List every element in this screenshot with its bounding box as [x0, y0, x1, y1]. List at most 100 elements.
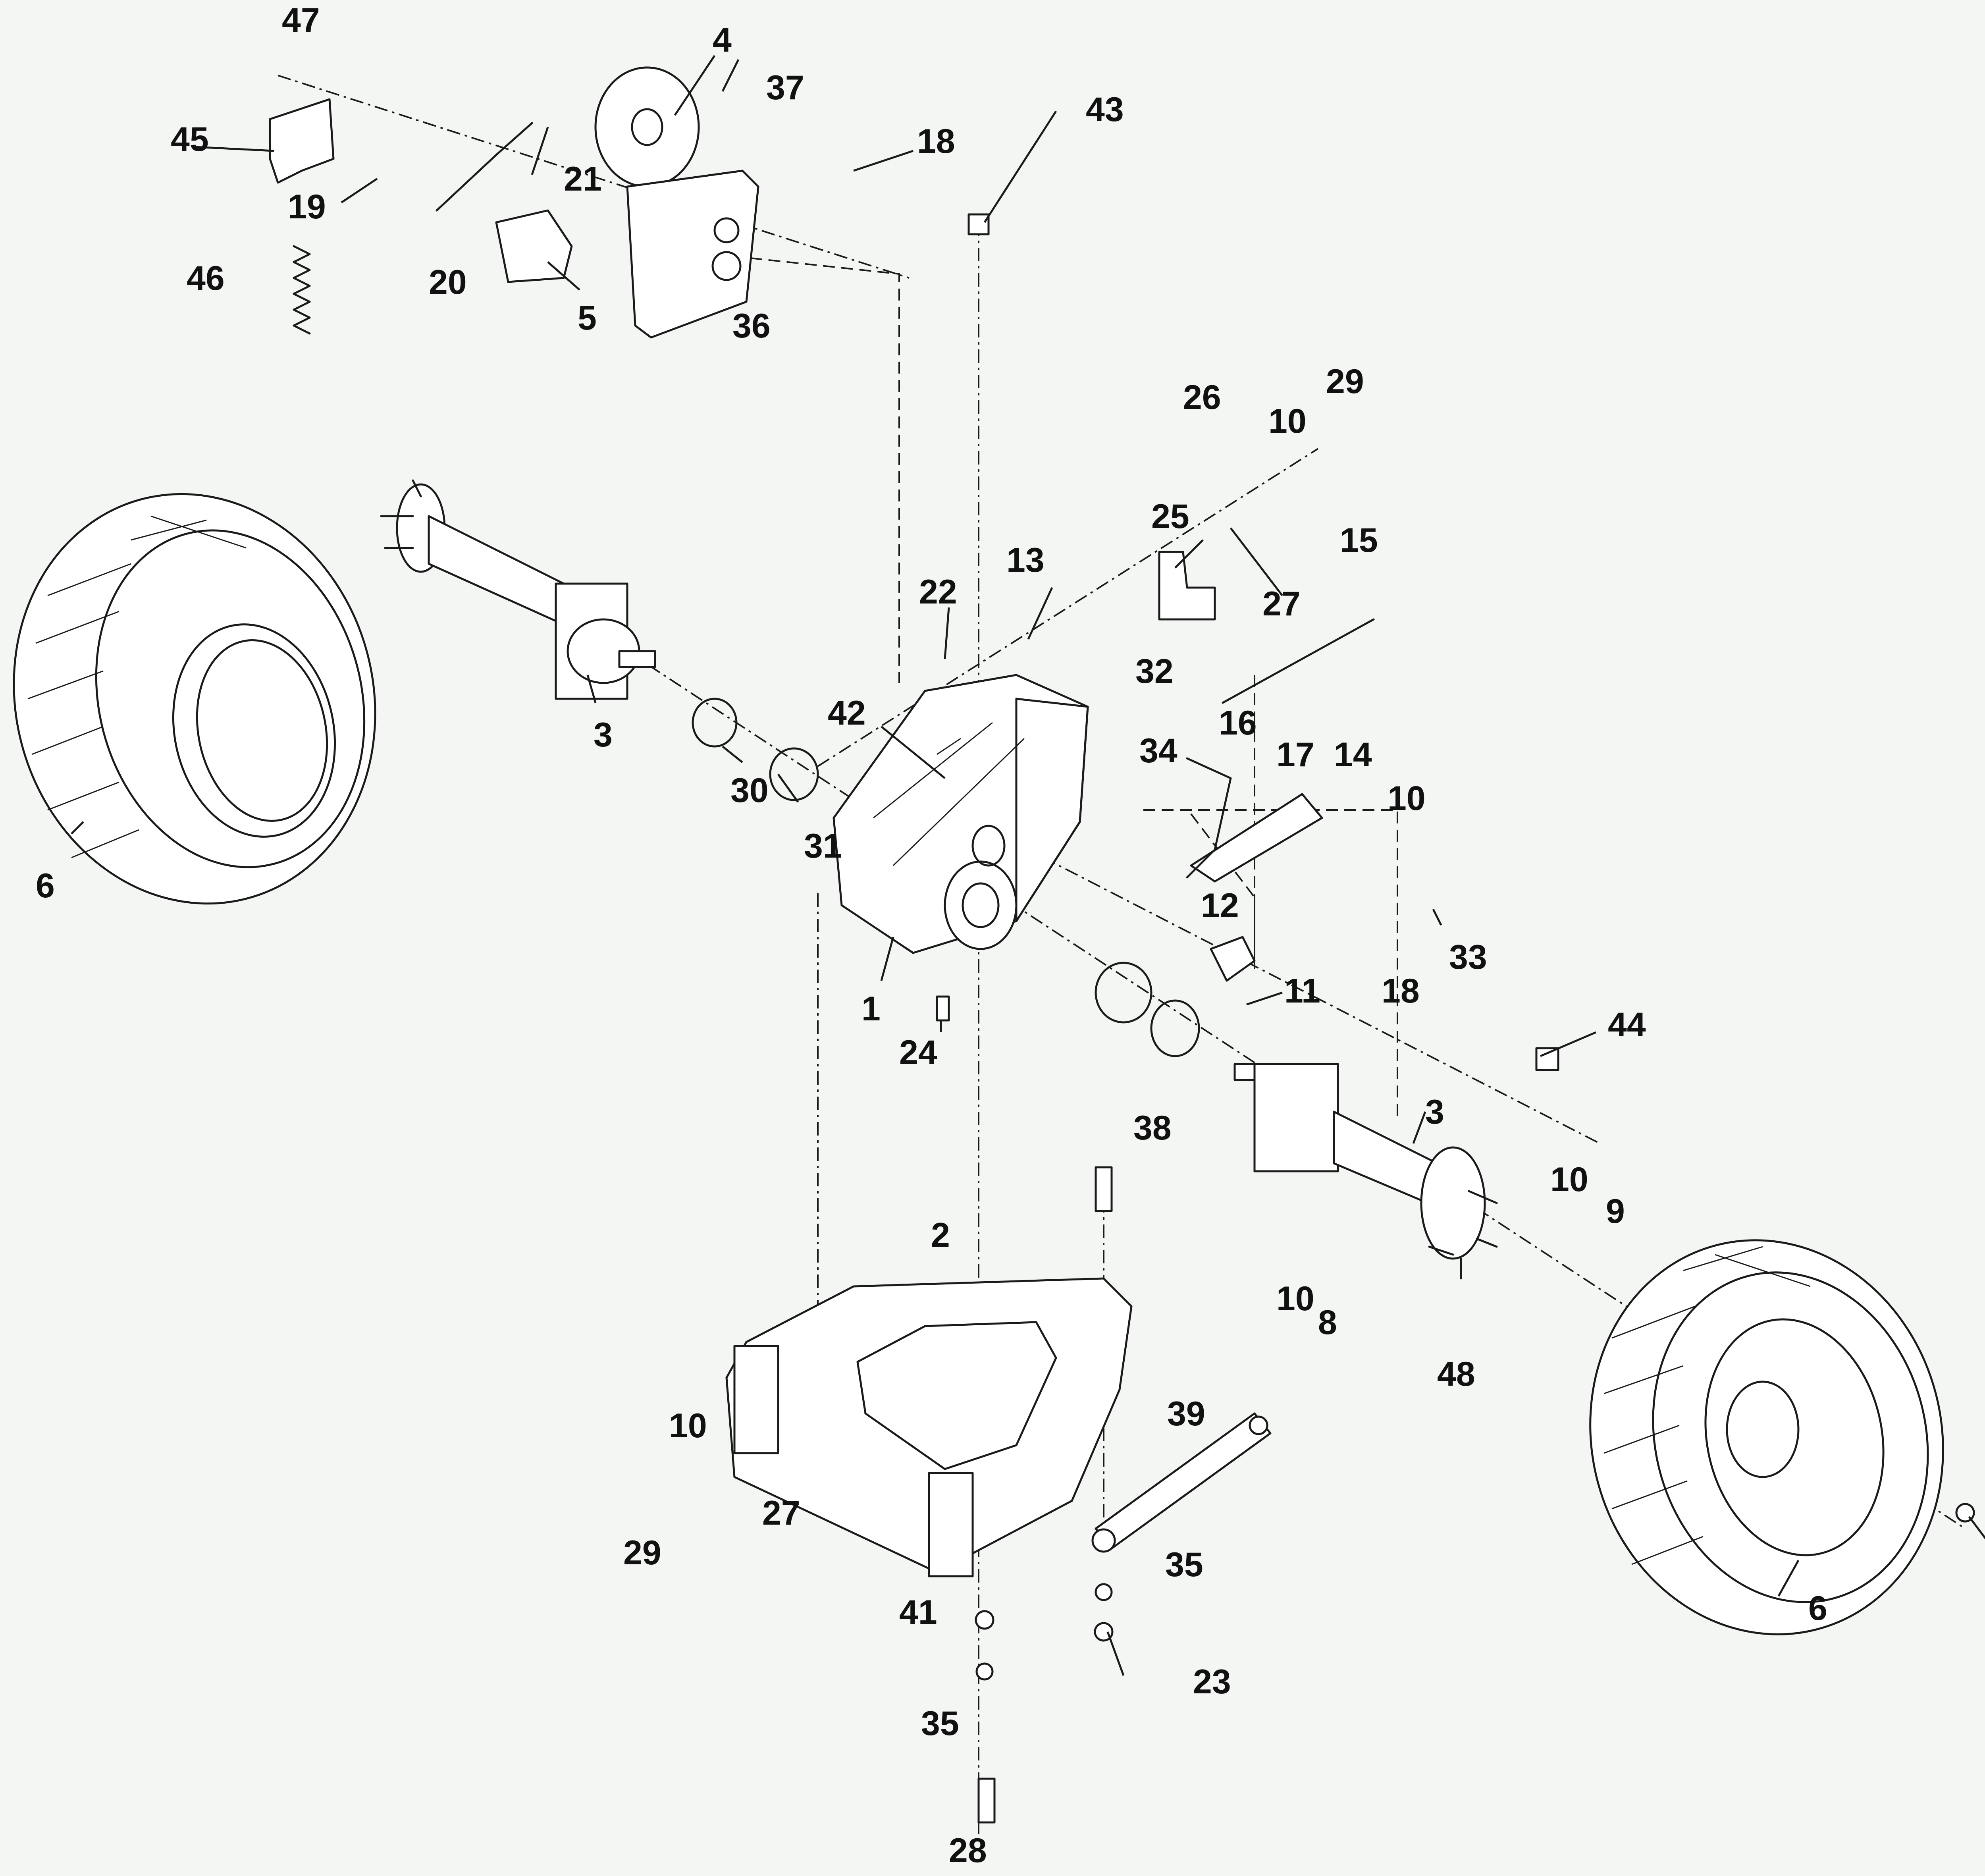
mounting-plate-body: [725, 1277, 1133, 1573]
left-tire-inner: [95, 529, 366, 868]
nut-23: [1094, 1622, 1114, 1642]
transaxle-output-bore: [962, 882, 1000, 928]
brake-axis: [278, 75, 910, 279]
left-rim: [172, 623, 336, 838]
tie-rod-body: [1095, 1412, 1272, 1550]
callout-34: 34: [1139, 732, 1178, 770]
spacer-24: [936, 995, 950, 1022]
callout-5: 5: [578, 299, 597, 337]
hardware: [692, 213, 1975, 1824]
callout-37: 37: [766, 69, 804, 107]
mounting-plate-left-flange: [733, 1345, 779, 1454]
callout-10e: 10: [669, 1407, 707, 1445]
callout-14: 14: [1334, 736, 1372, 774]
callout-21: 21: [564, 160, 602, 198]
callout-16: 16: [1219, 704, 1257, 742]
dashed-connector-c: [1190, 813, 1255, 969]
brake-bracket-hole-a: [713, 217, 740, 243]
callout-17: 17: [1276, 736, 1314, 774]
tie-rod: [1091, 1412, 1272, 1553]
washer-right: [1150, 999, 1200, 1057]
callout-10b: 10: [1388, 779, 1426, 817]
callout-29a: 29: [1326, 362, 1364, 401]
washer-35b: [1095, 1583, 1113, 1601]
callout-22: 22: [919, 573, 957, 611]
transaxle-detail-lines: [873, 722, 1025, 866]
mounting-plate: [725, 1277, 1133, 1577]
callout-15: 15: [1340, 521, 1378, 559]
brake-caliper: [495, 209, 573, 283]
callout-10d: 10: [1276, 1280, 1314, 1318]
callout-18a: 18: [917, 122, 955, 160]
tie-rod-end-top: [1249, 1415, 1268, 1435]
leader-lines: [71, 55, 1985, 1676]
right-axle-axis: [1020, 845, 1600, 1144]
washer-35a: [975, 1662, 994, 1681]
callout-2: 2: [931, 1216, 950, 1254]
callout-4: 4: [713, 21, 732, 59]
callout-6b: 6: [1808, 1589, 1827, 1627]
callout-25: 25: [1151, 497, 1189, 536]
washer-41: [975, 1610, 994, 1630]
callout-29b: 29: [623, 1534, 661, 1572]
brake-bracket-hole-b: [711, 251, 742, 281]
callout-48: 48: [1437, 1355, 1475, 1393]
callout-32: 32: [1135, 652, 1174, 690]
brake-disc-hub: [631, 108, 663, 146]
callout-43: 43: [1086, 91, 1124, 129]
brake-lever: [269, 98, 335, 184]
o-ring-right: [1095, 962, 1152, 1024]
left-axle-assembly: [380, 479, 656, 700]
callout-36: 36: [732, 307, 771, 345]
callout-35b: 35: [921, 1704, 959, 1743]
o-ring-31: [769, 747, 819, 801]
right-tire-inner: [1652, 1271, 1929, 1603]
callout-33: 33: [1449, 938, 1487, 976]
callout-6a: 6: [36, 867, 55, 905]
left-axle-spline: [618, 650, 656, 668]
right-rim-hub: [1726, 1380, 1800, 1478]
callout-44: 44: [1608, 1006, 1646, 1044]
callout-27b: 27: [762, 1494, 800, 1532]
right-axle-mount: [1253, 1063, 1339, 1172]
brake-bracket: [626, 170, 759, 339]
callout-8: 8: [1318, 1303, 1337, 1342]
brake-disc: [594, 66, 700, 188]
bracket-14-frame: [1186, 757, 1232, 879]
transaxle-upper-boss: [971, 825, 1006, 867]
transaxle: [833, 674, 1089, 954]
left-tire-tread: [27, 515, 247, 858]
bolt-38: [1095, 1166, 1113, 1212]
bracket-14: [1190, 793, 1323, 883]
callout-13: 13: [1006, 541, 1045, 579]
callout-30: 30: [730, 771, 769, 810]
callout-23: 23: [1193, 1663, 1231, 1701]
callout-3a: 3: [594, 716, 613, 754]
callout-20: 20: [429, 263, 467, 301]
callout-46: 46: [187, 259, 225, 297]
nut-44: [1535, 1047, 1559, 1071]
brake-group: [269, 66, 759, 339]
right-hub-flange: [1420, 1146, 1486, 1260]
callout-27a: 27: [1262, 585, 1301, 623]
right-axle-assembly: [1233, 1063, 1498, 1280]
right-hub-studs: [1428, 1190, 1498, 1280]
left-tire: [13, 493, 376, 905]
callout-31: 31: [804, 827, 842, 865]
callout-38: 38: [1133, 1109, 1172, 1147]
callout-24: 24: [899, 1033, 937, 1072]
control-rod-15: [1222, 618, 1375, 704]
transaxle-side-plate: [1015, 698, 1089, 922]
upper-axis: [817, 448, 1319, 767]
mounting-plate-cutout: [856, 1321, 1057, 1470]
bracket-25: [1158, 551, 1216, 621]
brake-rod: [436, 122, 533, 212]
bracket-12: [1210, 936, 1256, 982]
brackets: [1158, 551, 1323, 982]
callout-41: 41: [899, 1593, 937, 1631]
brake-spring: [293, 245, 311, 335]
callout-10a: 10: [1268, 402, 1307, 440]
mounting-plate-right-flange: [928, 1472, 974, 1577]
transaxle-output-boss: [944, 860, 1018, 950]
callout-35a: 35: [1165, 1546, 1203, 1584]
